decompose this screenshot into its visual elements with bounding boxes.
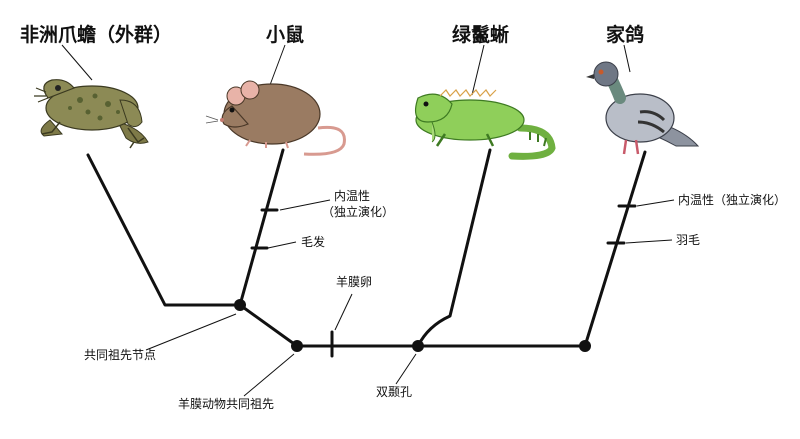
node-bird-lizard <box>579 340 591 352</box>
trait-endothermy-mouse-label1: 内温性 <box>334 189 371 203</box>
leader-common-ancestor <box>145 313 237 351</box>
leader-feathers <box>625 239 673 244</box>
trait-amniotic-egg-label: 羊膜卵 <box>336 275 373 289</box>
leader-endothermy-bird <box>636 199 675 207</box>
leader-pigeon <box>623 44 631 73</box>
leader-lines <box>61 44 675 397</box>
leader-amniotic-egg <box>334 293 353 331</box>
tree-nodes <box>234 299 591 352</box>
leader-frog <box>61 44 93 81</box>
node-amniote <box>291 340 303 352</box>
node-amniote-label: 羊膜动物共同祖先 <box>178 397 275 411</box>
taxon-pigeon-label: 家鸽 <box>606 24 645 46</box>
node-diapsid <box>412 340 424 352</box>
leader-mouse <box>269 44 286 86</box>
frog-illustration <box>34 79 149 149</box>
leader-endothermy-mouse <box>279 199 331 211</box>
tree-branches <box>86 148 647 348</box>
leader-hair <box>267 241 297 249</box>
node-common-ancestor <box>234 299 246 311</box>
leader-amniote <box>243 353 295 397</box>
mouse-illustration <box>205 80 346 156</box>
taxon-mouse-label: 小鼠 <box>266 24 305 46</box>
node-diapsid-label: 双颞孔 <box>376 385 413 399</box>
trait-endothermy-bird-label: 内温性（独立演化） <box>678 193 787 207</box>
node-common-ancestor-label: 共同祖先节点 <box>84 348 157 362</box>
trait-hair-label: 毛发 <box>301 235 326 249</box>
trait-ticks <box>250 204 637 358</box>
frog-branch <box>86 153 242 307</box>
stem-branch <box>238 303 299 348</box>
lizard-illustration <box>415 89 556 160</box>
taxon-frog-label: 非洲爪蟾（外群） <box>20 24 173 46</box>
pigeon-illustration <box>586 61 700 155</box>
leader-diapsid <box>395 353 417 385</box>
taxon-lizard-label: 绿鬣蜥 <box>452 24 510 46</box>
trait-feathers-label: 羽毛 <box>676 233 701 247</box>
pigeon-branch <box>583 150 647 348</box>
leader-lizard <box>471 44 485 96</box>
lizard-branch <box>416 148 492 348</box>
mouse-branch <box>238 148 285 307</box>
trait-endothermy-mouse-label2: （独立演化） <box>322 205 395 219</box>
